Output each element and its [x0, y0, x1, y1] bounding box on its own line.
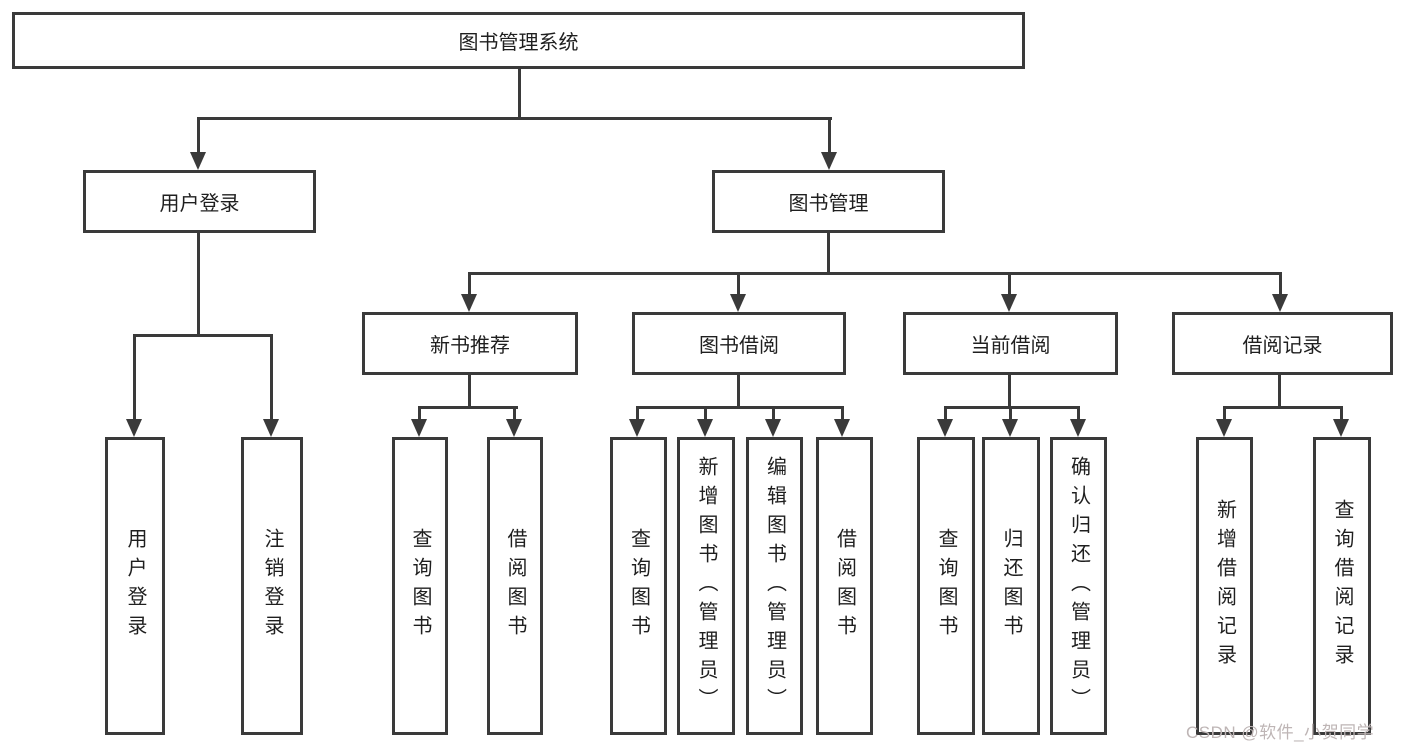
node-book-borrowing: 图书借阅	[632, 312, 846, 375]
arrowhead	[126, 419, 142, 437]
leaf-add-borrow-record: 新增借阅记录	[1196, 437, 1253, 735]
arrowhead	[1216, 419, 1232, 437]
node-label: 借阅记录	[1242, 335, 1323, 357]
leaf-label: 新增借阅记录	[1213, 499, 1236, 673]
connector-line	[827, 233, 830, 275]
watermark: CSDN @软件_小贺同学	[1186, 723, 1375, 742]
arrowhead	[411, 419, 427, 437]
connector-line	[1223, 406, 1343, 409]
connector-line	[772, 406, 775, 421]
connector-line	[518, 69, 521, 118]
connector-line	[197, 117, 200, 155]
leaf-query-books-borrowing: 查询图书	[610, 437, 667, 735]
connector-line	[468, 272, 471, 296]
leaf-label: 新增图书（管理员）	[695, 455, 717, 717]
node-borrowing-records: 借阅记录	[1172, 312, 1393, 375]
node-current-borrowing: 当前借阅	[903, 312, 1118, 375]
connector-line	[1077, 406, 1080, 421]
leaf-query-books-current: 查询图书	[917, 437, 975, 735]
connector-line	[636, 406, 844, 409]
arrowhead	[190, 152, 206, 170]
node-book-management: 图书管理	[712, 170, 945, 233]
leaf-query-borrow-record: 查询借阅记录	[1313, 437, 1371, 735]
leaf-label: 借阅图书	[833, 528, 856, 644]
connector-line	[636, 406, 639, 421]
arrowhead	[506, 419, 522, 437]
connector-line	[418, 406, 421, 421]
leaf-label: 归还图书	[1000, 528, 1022, 644]
node-label: 图书管理	[788, 193, 869, 215]
connector-line	[944, 406, 1080, 409]
leaf-user-login: 用户登录	[105, 437, 165, 735]
leaf-label: 查询图书	[409, 528, 431, 644]
node-label: 图书借阅	[699, 335, 779, 357]
leaf-label: 用户登录	[124, 528, 146, 644]
node-label: 新书推荐	[430, 335, 510, 357]
connector-line	[133, 334, 273, 337]
node-library-management-system: 图书管理系统	[12, 12, 1025, 69]
connector-line	[197, 233, 200, 337]
connector-line	[1008, 272, 1011, 296]
node-label: 图书管理系统	[458, 32, 579, 54]
arrowhead	[697, 419, 713, 437]
leaf-label: 查询借阅记录	[1331, 499, 1353, 673]
connector-line	[944, 406, 947, 421]
node-user-login: 用户登录	[83, 170, 316, 233]
arrowhead	[821, 152, 837, 170]
connector-line	[1008, 375, 1011, 409]
connector-line	[1279, 272, 1282, 296]
leaf-add-books-admin: 新增图书（管理员）	[677, 437, 735, 735]
arrowhead	[834, 419, 850, 437]
arrowhead	[1002, 419, 1018, 437]
connector-line	[1223, 406, 1226, 421]
connector-line	[197, 117, 832, 120]
leaf-label: 借阅图书	[504, 528, 526, 644]
connector-line	[513, 406, 516, 421]
connector-line	[704, 406, 707, 421]
connector-line	[469, 272, 1282, 275]
connector-line	[270, 334, 273, 422]
leaf-label: 查询图书	[935, 528, 957, 644]
arrowhead	[937, 419, 953, 437]
leaf-edit-books-admin: 编辑图书（管理员）	[746, 437, 803, 735]
arrowhead	[461, 294, 477, 312]
connector-line	[468, 375, 471, 409]
leaf-label: 确认归还（管理员）	[1067, 455, 1090, 717]
connector-line	[737, 375, 740, 409]
connector-line	[1278, 375, 1281, 409]
leaf-borrow-books: 借阅图书	[816, 437, 873, 735]
connector-line	[418, 406, 518, 409]
arrowhead	[629, 419, 645, 437]
leaf-borrow-books-recommend: 借阅图书	[487, 437, 543, 735]
leaf-label: 查询图书	[627, 528, 650, 644]
node-new-book-recommendation: 新书推荐	[362, 312, 578, 375]
connector-line	[1340, 406, 1343, 421]
connector-line	[133, 334, 136, 422]
arrowhead	[1070, 419, 1086, 437]
arrowhead	[730, 294, 746, 312]
arrowhead	[1333, 419, 1349, 437]
leaf-logout: 注销登录	[241, 437, 303, 735]
connector-line	[1009, 406, 1012, 421]
connector-line	[828, 117, 831, 155]
leaf-label: 注销登录	[261, 528, 283, 644]
connector-line	[737, 272, 740, 296]
leaf-return-books: 归还图书	[982, 437, 1040, 735]
leaf-label: 编辑图书（管理员）	[763, 455, 786, 717]
leaf-confirm-return-admin: 确认归还（管理员）	[1050, 437, 1107, 735]
arrowhead	[1001, 294, 1017, 312]
connector-line	[841, 406, 844, 421]
arrowhead	[765, 419, 781, 437]
node-label: 当前借阅	[970, 335, 1051, 357]
leaf-query-books-recommend: 查询图书	[392, 437, 448, 735]
arrowhead	[263, 419, 279, 437]
arrowhead	[1272, 294, 1288, 312]
node-label: 用户登录	[159, 193, 240, 215]
